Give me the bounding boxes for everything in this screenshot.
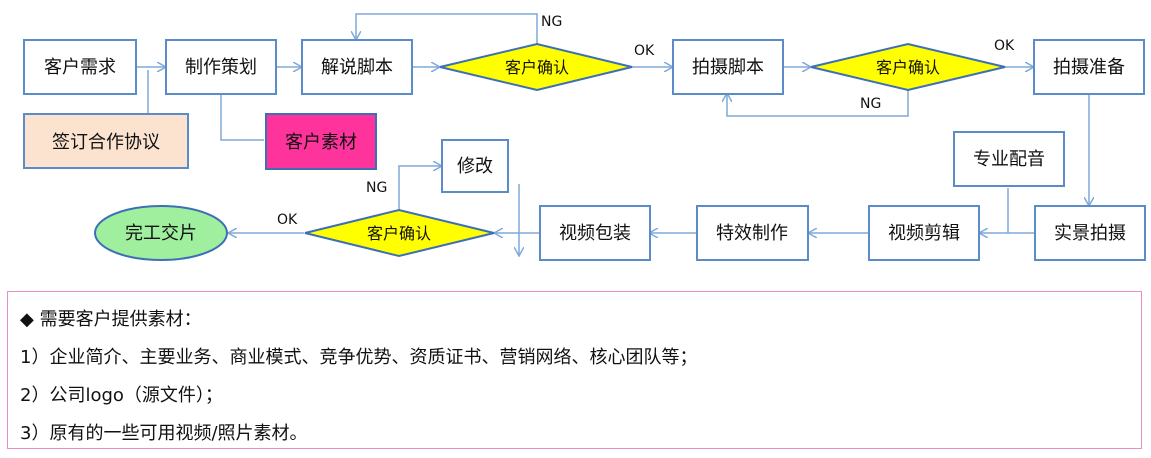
svg-text:特效制作: 特效制作 bbox=[716, 223, 788, 244]
note-item: 2）公司logo（源文件）； bbox=[20, 385, 223, 406]
node-narration-script: 解说脚本 bbox=[301, 39, 413, 95]
svg-text:客户确认: 客户确认 bbox=[367, 224, 431, 243]
node-revise: 修改 bbox=[441, 139, 509, 193]
ng-label: NG bbox=[541, 14, 562, 30]
decision-confirm-1: 客户确认 bbox=[439, 42, 633, 92]
ng-label: NG bbox=[366, 180, 387, 196]
edge-confirm1-ng-narration bbox=[356, 13, 538, 44]
svg-text:拍摄准备: 拍摄准备 bbox=[1053, 57, 1125, 78]
edge-confirm2-ng-shooting bbox=[727, 90, 909, 117]
svg-text:修改: 修改 bbox=[457, 156, 493, 177]
note-heading: ◆ 需要客户提供素材： bbox=[20, 309, 202, 330]
ok-label: OK bbox=[634, 43, 655, 59]
node-customer-materials: 客户素材 bbox=[265, 113, 377, 170]
node-voiceover: 专业配音 bbox=[953, 131, 1065, 187]
svg-text:制作策划: 制作策划 bbox=[185, 57, 257, 78]
svg-text:视频剪辑: 视频剪辑 bbox=[888, 223, 960, 244]
ok-label: OK bbox=[277, 212, 298, 228]
svg-text:完工交片: 完工交片 bbox=[125, 223, 197, 244]
svg-text:实景拍摄: 实景拍摄 bbox=[1054, 223, 1126, 244]
node-shoot-prep: 拍摄准备 bbox=[1033, 39, 1145, 95]
node-shooting-script: 拍摄脚本 bbox=[672, 39, 784, 95]
process-flow-diagram: NG OK OK NG NG OK 客户需求 制作策划 解说脚本 客户确认 拍摄… bbox=[23, 13, 1146, 261]
note-item: 1）企业简介、主要业务、商业模式、竞争优势、资质证书、营销网络、核心团队等； bbox=[20, 347, 698, 368]
decision-confirm-3: 客户确认 bbox=[304, 208, 495, 258]
edge-materials-planning bbox=[221, 84, 264, 141]
svg-text:拍摄脚本: 拍摄脚本 bbox=[692, 57, 764, 78]
svg-text:客户素材: 客户素材 bbox=[285, 132, 357, 153]
svg-text:专业配音: 专业配音 bbox=[973, 149, 1045, 170]
node-video-editing: 视频剪辑 bbox=[868, 205, 980, 261]
svg-text:客户需求: 客户需求 bbox=[44, 57, 116, 78]
svg-text:视频包装: 视频包装 bbox=[559, 223, 631, 244]
node-contract: 签订合作协议 bbox=[23, 113, 189, 169]
svg-text:客户确认: 客户确认 bbox=[505, 58, 569, 77]
node-planning: 制作策划 bbox=[165, 39, 277, 95]
node-vfx: 特效制作 bbox=[696, 205, 809, 261]
ok-label: OK bbox=[994, 38, 1015, 54]
ng-label: NG bbox=[860, 96, 881, 112]
node-live-shoot: 实景拍摄 bbox=[1034, 205, 1146, 261]
decision-confirm-2: 客户确认 bbox=[810, 42, 1006, 92]
node-delivery: 完工交片 bbox=[94, 205, 228, 261]
svg-text:客户确认: 客户确认 bbox=[876, 58, 940, 77]
connectors bbox=[137, 13, 1089, 255]
node-video-packaging: 视频包装 bbox=[539, 205, 651, 261]
svg-text:签订合作协议: 签订合作协议 bbox=[52, 132, 160, 153]
note-item: 3）原有的一些可用视频/照片素材。 bbox=[20, 423, 308, 444]
node-demand: 客户需求 bbox=[23, 39, 137, 95]
materials-note-panel: ◆ 需要客户提供素材： 1）企业简介、主要业务、商业模式、竞争优势、资质证书、营… bbox=[7, 291, 1142, 449]
edge-confirm3-ng-revise bbox=[398, 166, 441, 210]
svg-text:解说脚本: 解说脚本 bbox=[321, 57, 393, 78]
